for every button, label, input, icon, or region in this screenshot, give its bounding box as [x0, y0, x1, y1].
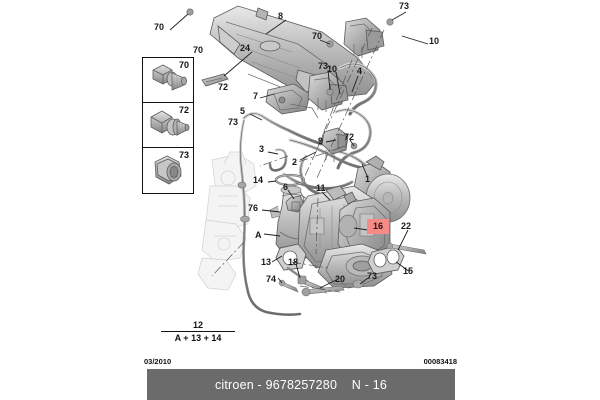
callout-24: 24 [240, 43, 251, 53]
callout-70-b: 70 [312, 31, 323, 41]
part-15-gasket [367, 245, 405, 275]
part-9-valve [321, 127, 349, 162]
hex-flange-bolt-icon [152, 64, 187, 91]
callout-72-c: 72 [344, 132, 355, 142]
group-note-number: 12 [192, 320, 203, 330]
callout-73-d: 73 [367, 271, 378, 281]
callout-74: 74 [266, 274, 277, 284]
detail-box-label-0: 70 [178, 60, 189, 70]
detail-box-1: 72 [143, 103, 193, 148]
callout-7: 7 [253, 91, 259, 101]
footer-bar: citroen - 9678257280 N - 16 [147, 369, 455, 400]
part-22-stud [386, 242, 427, 255]
flanged-shoulder-bolt-icon [150, 110, 190, 136]
callout-10-b: 10 [327, 64, 338, 74]
parts-diagram-sheet: 70 [140, 0, 460, 400]
assembly-axis-lines [211, 27, 385, 293]
callout-3: 3 [259, 144, 265, 154]
part-5-hose [242, 111, 324, 146]
part-73-nut-bottom [352, 279, 364, 289]
detail-box-0: 70 [143, 58, 193, 103]
group-note-divider [161, 331, 235, 332]
group-note: 12 A + 13 + 14 [155, 320, 241, 343]
callout-76: 76 [248, 203, 259, 213]
footer-caption: citroen - 9678257280 N - 16 [214, 377, 388, 392]
callout-13: 13 [261, 257, 272, 267]
fastener-73-a [386, 18, 394, 26]
group-note-expression: A + 13 + 14 [174, 333, 222, 343]
callout-73-a: 73 [399, 1, 410, 11]
drawing-number: 00083418 [423, 357, 457, 366]
detail-box-2: 73 [143, 148, 193, 193]
ghost-component [197, 151, 257, 291]
flange-nut-icon [154, 155, 182, 185]
part-10-solenoid-upper [343, 17, 385, 58]
callout-72-b: 72 [218, 82, 229, 92]
part-74-screw [278, 279, 299, 293]
callout-15: 15 [403, 266, 414, 276]
detail-box-label-2: 73 [178, 150, 189, 160]
part-13-gasket [275, 243, 307, 271]
detail-box-label-1: 72 [178, 105, 189, 115]
callout-10-a: 10 [429, 36, 440, 46]
callout-leader-lines [169, 11, 429, 289]
callout-16-highlighted: 16 [367, 219, 390, 234]
callout-A: A [255, 230, 262, 240]
callout-6: 6 [283, 182, 289, 192]
part-7-bracket [265, 83, 319, 119]
callout-73-b: 73 [318, 61, 329, 71]
callout-1: 1 [365, 174, 371, 184]
callout-20: 20 [335, 274, 346, 284]
fastener-70-a [186, 8, 194, 16]
callout-70-c: 70 [193, 45, 204, 55]
callout-9: 9 [318, 136, 324, 146]
callout-8: 8 [278, 11, 284, 21]
part-24-clip [201, 73, 229, 87]
callout-2: 2 [292, 157, 298, 167]
callout-70-a: 70 [154, 22, 165, 32]
callout-73-c: 73 [228, 117, 239, 127]
exploded-view-illustration [169, 5, 429, 316]
callout-4: 4 [357, 66, 363, 76]
callout-14: 14 [253, 175, 264, 185]
callout-22: 22 [401, 221, 412, 231]
part-14-o-ring [274, 173, 306, 187]
callout-18: 18 [288, 257, 299, 267]
callout-5: 5 [240, 106, 246, 116]
callout-11: 11 [316, 183, 326, 193]
date-stamp: 03/2010 [144, 357, 172, 366]
fastener-detail-boxes: 70 [142, 57, 194, 194]
